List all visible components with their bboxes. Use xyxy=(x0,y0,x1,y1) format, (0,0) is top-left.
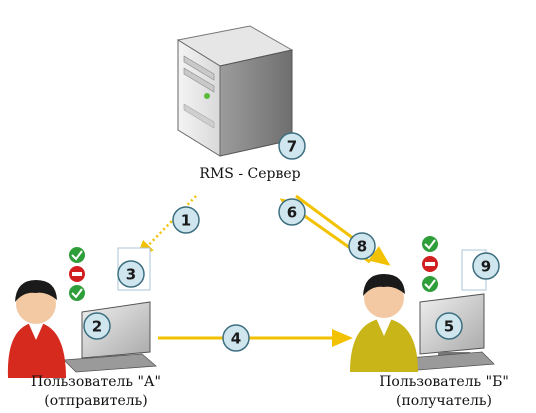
deny-icon xyxy=(422,256,438,272)
svg-text:8: 8 xyxy=(357,238,367,256)
step-badge-3: 3 xyxy=(117,260,145,288)
user-b-role: (получатель) xyxy=(396,393,492,409)
step-badge-8: 8 xyxy=(348,232,376,260)
check-icon xyxy=(422,276,438,292)
user-yellow-icon xyxy=(350,249,495,372)
user-a-name: Пользователь "А" xyxy=(31,374,161,390)
step-badge-5: 5 xyxy=(435,312,463,340)
svg-text:9: 9 xyxy=(481,258,491,276)
svg-text:6: 6 xyxy=(287,204,297,222)
arrow-step-8 xyxy=(295,194,391,266)
check-icon xyxy=(69,247,85,263)
svg-text:4: 4 xyxy=(231,330,241,348)
user-b-name: Пользователь "Б" xyxy=(379,374,509,390)
step-badge-6: 6 xyxy=(278,198,306,226)
svg-text:5: 5 xyxy=(444,318,454,336)
server-label: RMS - Сервер xyxy=(199,166,301,182)
step-badge-9: 9 xyxy=(472,252,500,280)
arrow-step-1 xyxy=(136,195,197,258)
step-badge-2: 2 xyxy=(83,312,111,340)
svg-text:2: 2 xyxy=(92,318,102,336)
user-a-role: (отправитель) xyxy=(44,393,148,409)
server-icon xyxy=(176,25,294,157)
check-icon xyxy=(422,236,438,252)
svg-text:7: 7 xyxy=(287,138,297,156)
step-badge-4: 4 xyxy=(222,324,250,352)
svg-text:3: 3 xyxy=(126,266,136,284)
svg-text:1: 1 xyxy=(181,212,191,230)
check-icon xyxy=(69,285,85,301)
step-badge-1: 1 xyxy=(172,206,200,234)
deny-icon xyxy=(69,266,85,282)
step-badge-7: 7 xyxy=(278,132,306,160)
